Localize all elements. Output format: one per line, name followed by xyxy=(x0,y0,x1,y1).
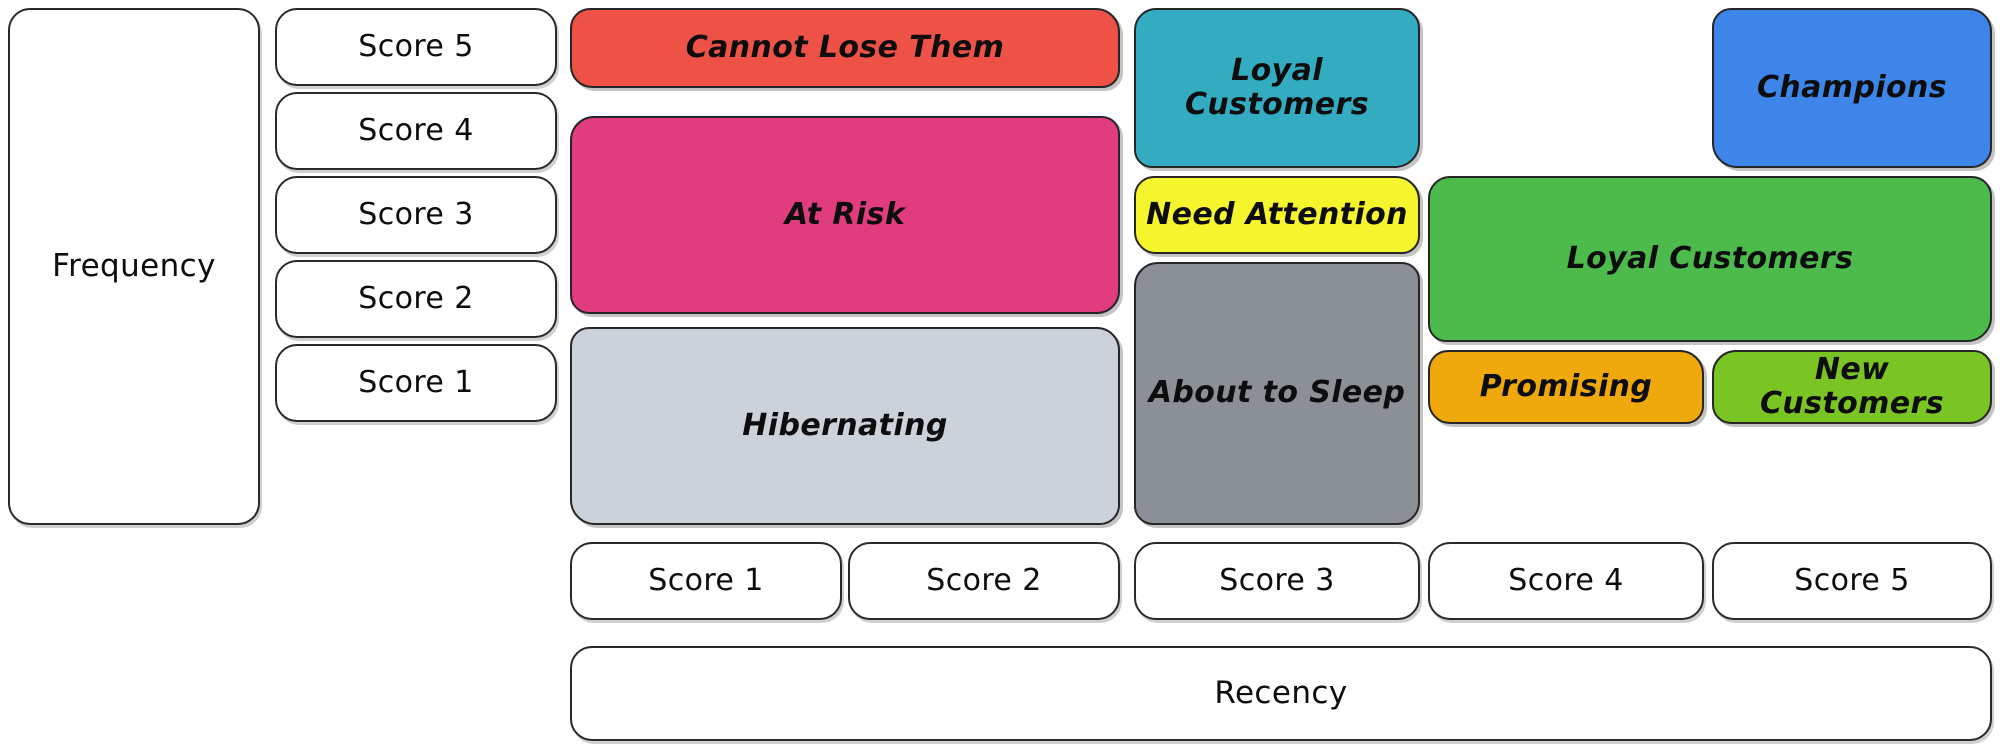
recency-score-label-1: Score 1 xyxy=(570,542,842,620)
frequency-score-label-2: Score 2 xyxy=(275,260,557,338)
segment-loyal-customers-teal[interactable]: Loyal Customers xyxy=(1134,8,1420,168)
frequency-score-label-1: Score 1 xyxy=(275,344,557,422)
frequency-score-label-4: Score 4 xyxy=(275,92,557,170)
segment-hibernating[interactable]: Hibernating xyxy=(570,327,1120,525)
segment-loyal-customers-green[interactable]: Loyal Customers xyxy=(1428,176,1992,342)
recency-score-label-2: Score 2 xyxy=(848,542,1120,620)
segment-champions[interactable]: Champions xyxy=(1712,8,1992,168)
segment-need-attention[interactable]: Need Attention xyxy=(1134,176,1420,254)
segment-cannot-lose-them[interactable]: Cannot Lose Them xyxy=(570,8,1120,88)
recency-score-label-4: Score 4 xyxy=(1428,542,1704,620)
axis-label-recency: Recency xyxy=(570,646,1992,741)
axis-label-frequency: Frequency xyxy=(8,8,260,525)
frequency-score-label-5: Score 5 xyxy=(275,8,557,86)
recency-score-label-5: Score 5 xyxy=(1712,542,1992,620)
segment-about-to-sleep[interactable]: About to Sleep xyxy=(1134,262,1420,525)
frequency-score-label-3: Score 3 xyxy=(275,176,557,254)
recency-score-label-3: Score 3 xyxy=(1134,542,1420,620)
segment-new-customers[interactable]: New Customers xyxy=(1712,350,1992,424)
segment-at-risk[interactable]: At Risk xyxy=(570,116,1120,314)
segment-promising[interactable]: Promising xyxy=(1428,350,1704,424)
